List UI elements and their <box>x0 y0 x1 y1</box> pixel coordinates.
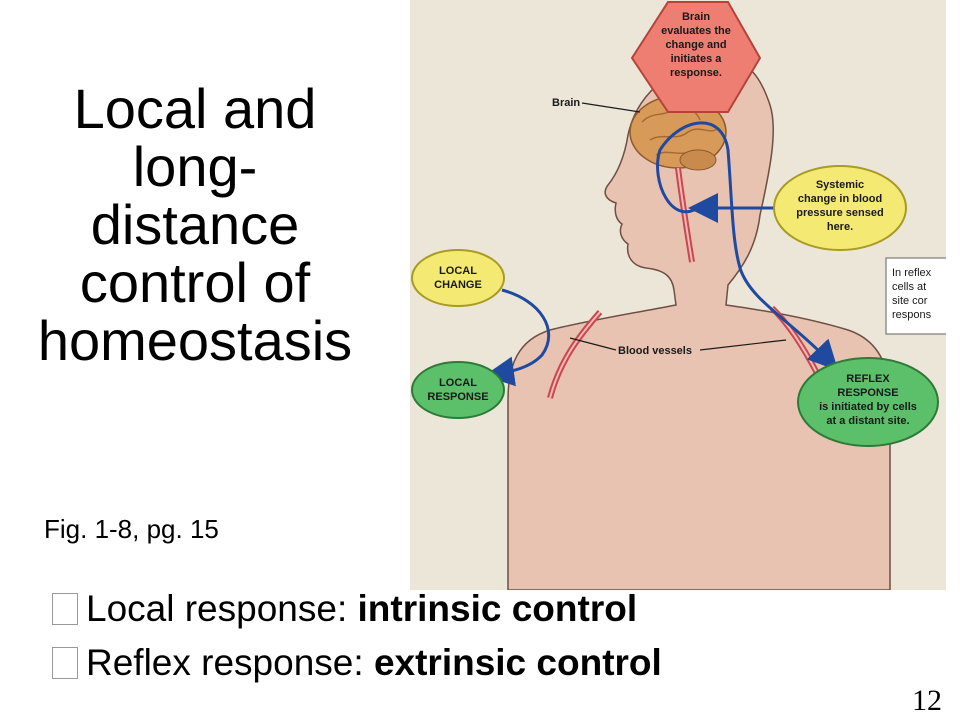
side-note-box: In reflex cells at site cor respons <box>885 257 946 335</box>
local-change-box: LOCAL CHANGE <box>411 249 505 307</box>
bullet-list: Local response: intrinsic control Reflex… <box>52 582 662 690</box>
reflex-pathway-arrow <box>656 121 839 371</box>
title-line: homeostasis <box>37 309 353 372</box>
reflex-response-box: REFLEX RESPONSE is initiated by cells at… <box>797 357 939 447</box>
local-response-arrow <box>484 288 551 387</box>
reflex-box-line: RESPONSE <box>837 387 898 399</box>
systemic-box-line: change in blood <box>798 193 882 205</box>
systemic-box-line: here. <box>827 221 853 233</box>
reflex-box-line: at a distant site. <box>826 415 909 427</box>
local-response-box: LOCAL RESPONSE <box>411 361 505 419</box>
title-line: control of <box>79 251 311 314</box>
title-line: Local and <box>73 77 317 140</box>
systemic-box-line: Systemic <box>816 179 864 191</box>
page-number: 12 <box>912 684 942 717</box>
brain-label: Brain <box>552 97 580 109</box>
local-change-line: CHANGE <box>434 279 482 291</box>
title-line: distance <box>90 193 300 256</box>
brain-box-line: evaluates the <box>661 25 731 37</box>
bullet-box-icon <box>52 593 78 625</box>
local-response-line: RESPONSE <box>427 391 488 403</box>
body-silhouette <box>507 59 891 590</box>
bullet-text: Local response: <box>86 588 358 629</box>
title-line: long- <box>132 135 258 198</box>
local-change-line: LOCAL <box>439 265 477 277</box>
side-note-line: respons <box>892 309 932 321</box>
bullet-item: Local response: intrinsic control <box>52 582 662 636</box>
bullet-text: Reflex response: <box>86 642 374 683</box>
brain-box-line: initiates a <box>671 53 723 65</box>
systemic-box-line: pressure sensed <box>796 207 883 219</box>
brain-box-line: change and <box>665 39 726 51</box>
figure-reference: Fig. 1-8, pg. 15 <box>44 514 219 544</box>
brain-evaluates-box: Brain evaluates the change and initiates… <box>630 1 762 113</box>
reflex-box-line: is initiated by cells <box>819 401 917 413</box>
homeostasis-figure: Brain Brain evaluates the change and ini… <box>410 0 946 590</box>
side-note-line: In reflex <box>892 267 932 279</box>
brain-leader-line <box>581 102 641 113</box>
brain-box-line: Brain <box>682 11 710 23</box>
bullet-item: Reflex response: extrinsic control <box>52 636 662 690</box>
side-note-line: cells at <box>892 281 926 293</box>
bullet-box-icon <box>52 647 78 679</box>
slide-title: Local and long- distance control of home… <box>0 80 390 370</box>
reflex-box-line: REFLEX <box>846 373 890 385</box>
side-note-line: site cor <box>892 295 928 307</box>
blood-vessels-label: Blood vessels <box>618 345 692 357</box>
systemic-change-box: Systemic change in blood pressure sensed… <box>773 165 907 251</box>
local-response-line: LOCAL <box>439 377 477 389</box>
vessel-leader-left <box>569 337 617 351</box>
homeostasis-diagram: Brain Brain evaluates the change and ini… <box>410 0 946 590</box>
brain-box-line: response. <box>670 67 722 79</box>
bullet-emphasis: intrinsic control <box>357 588 638 629</box>
vessel-leader-right <box>699 339 787 351</box>
bullet-emphasis: extrinsic control <box>373 642 662 683</box>
